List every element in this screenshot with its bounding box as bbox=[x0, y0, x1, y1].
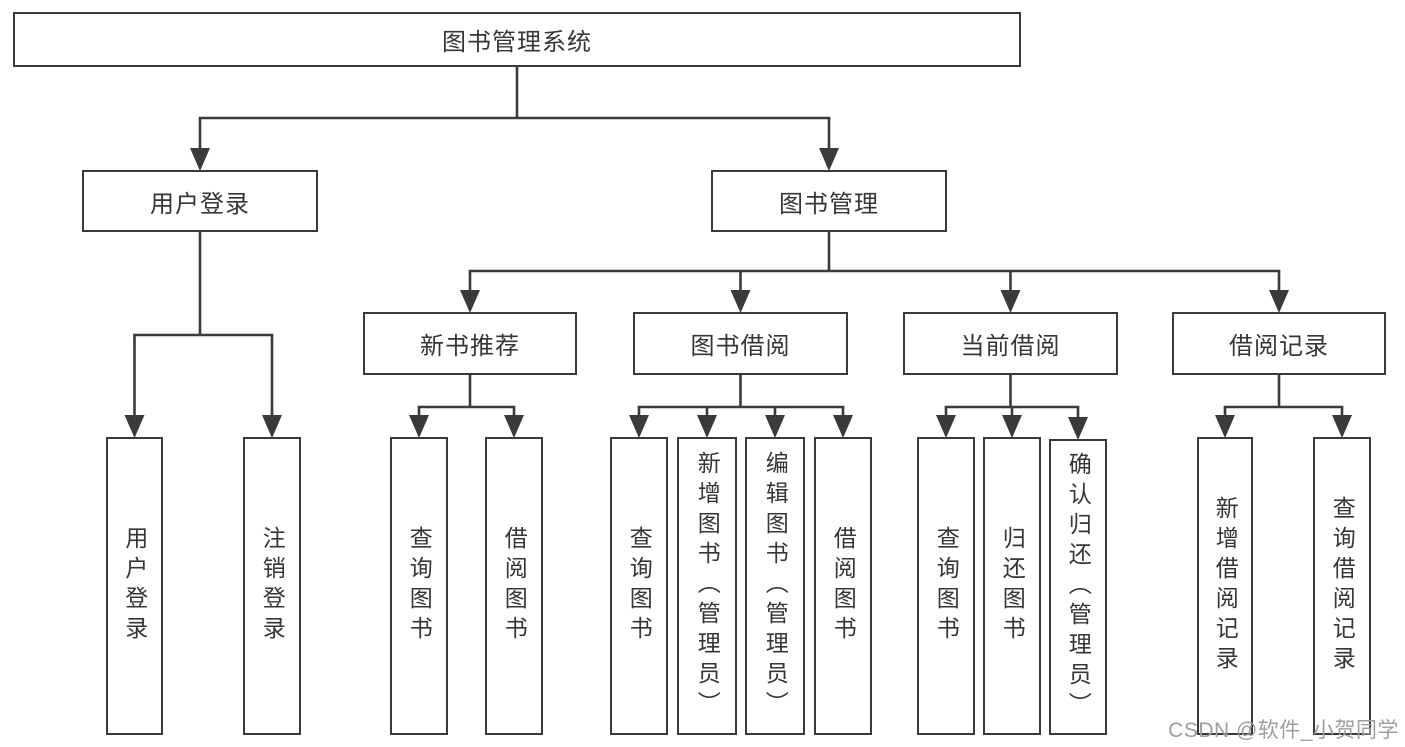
node-label: 用户登录 bbox=[121, 526, 148, 646]
node-label: 查询图书 bbox=[933, 526, 960, 646]
arrowhead-down-icon bbox=[1269, 290, 1289, 313]
arrowhead-down-icon bbox=[1000, 290, 1021, 313]
node-label: 图书管理 bbox=[779, 190, 879, 218]
node-leaf-return-book: 归还图书 bbox=[983, 437, 1041, 735]
node-label: 归还图书 bbox=[999, 526, 1026, 646]
node-label: 编辑图书（管理员） bbox=[762, 451, 789, 721]
node-label: 用户登录 bbox=[150, 190, 250, 218]
node-label: 查询图书 bbox=[626, 526, 653, 646]
node-label: 新增借阅记录 bbox=[1212, 496, 1239, 676]
arrowhead-down-icon bbox=[1332, 415, 1352, 438]
arrowhead-down-icon bbox=[936, 415, 956, 438]
node-book-borrow: 图书借阅 bbox=[633, 312, 848, 375]
node-leaf-query-book-2: 查询图书 bbox=[610, 437, 668, 735]
arrowhead-down-icon bbox=[833, 415, 853, 438]
node-leaf-add-record: 新增借阅记录 bbox=[1197, 437, 1253, 735]
arrowhead-down-icon bbox=[629, 415, 649, 438]
node-new-book-rec: 新书推荐 bbox=[363, 312, 577, 375]
arrowhead-down-icon bbox=[819, 148, 839, 171]
arrowhead-down-icon bbox=[504, 415, 524, 438]
arrowhead-down-icon bbox=[1002, 415, 1022, 438]
node-book-mgmt: 图书管理 bbox=[711, 170, 947, 232]
node-leaf-query-book-1: 查询图书 bbox=[390, 437, 448, 735]
node-leaf-logout: 注销登录 bbox=[243, 437, 301, 735]
node-label: 注销登录 bbox=[259, 526, 286, 646]
node-leaf-borrow-book-1: 借阅图书 bbox=[485, 437, 543, 735]
node-label: 查询借阅记录 bbox=[1329, 496, 1356, 676]
arrowhead-down-icon bbox=[190, 148, 210, 171]
node-leaf-edit-book: 编辑图书（管理员） bbox=[745, 437, 805, 735]
node-user-login: 用户登录 bbox=[82, 170, 318, 232]
node-leaf-borrow-book-2: 借阅图书 bbox=[814, 437, 872, 735]
node-root: 图书管理系统 bbox=[13, 12, 1021, 67]
node-leaf-query-record: 查询借阅记录 bbox=[1313, 437, 1371, 735]
node-leaf-confirm-return: 确认归还（管理员） bbox=[1049, 439, 1107, 735]
arrowhead-down-icon bbox=[1068, 417, 1088, 440]
node-label: 新增图书（管理员） bbox=[694, 451, 721, 721]
arrowhead-down-icon bbox=[1215, 415, 1235, 438]
node-label: 图书管理系统 bbox=[442, 29, 592, 56]
node-label: 确认归还（管理员） bbox=[1065, 452, 1092, 722]
node-label: 新书推荐 bbox=[420, 333, 520, 360]
arrowhead-down-icon bbox=[460, 290, 480, 313]
arrowhead-down-icon bbox=[124, 415, 145, 438]
node-leaf-add-book: 新增图书（管理员） bbox=[677, 437, 737, 735]
arrowhead-down-icon bbox=[262, 415, 282, 438]
node-label: 查询图书 bbox=[406, 526, 433, 646]
node-leaf-query-book-3: 查询图书 bbox=[917, 437, 975, 735]
node-label: 借阅记录 bbox=[1229, 333, 1329, 360]
node-label: 借阅图书 bbox=[830, 526, 857, 646]
node-label: 借阅图书 bbox=[501, 526, 528, 646]
watermark: CSDN @软件_小贺同学 bbox=[1168, 719, 1399, 742]
node-leaf-user-login: 用户登录 bbox=[106, 437, 163, 735]
node-borrow-record: 借阅记录 bbox=[1172, 312, 1386, 375]
node-label: 图书借阅 bbox=[690, 333, 791, 360]
arrowhead-down-icon bbox=[730, 290, 751, 313]
arrowhead-down-icon bbox=[409, 415, 429, 438]
arrowhead-down-icon bbox=[765, 415, 785, 438]
node-label: 当前借阅 bbox=[960, 333, 1061, 360]
arrowhead-down-icon bbox=[697, 415, 717, 438]
node-current-borrow: 当前借阅 bbox=[903, 312, 1118, 375]
